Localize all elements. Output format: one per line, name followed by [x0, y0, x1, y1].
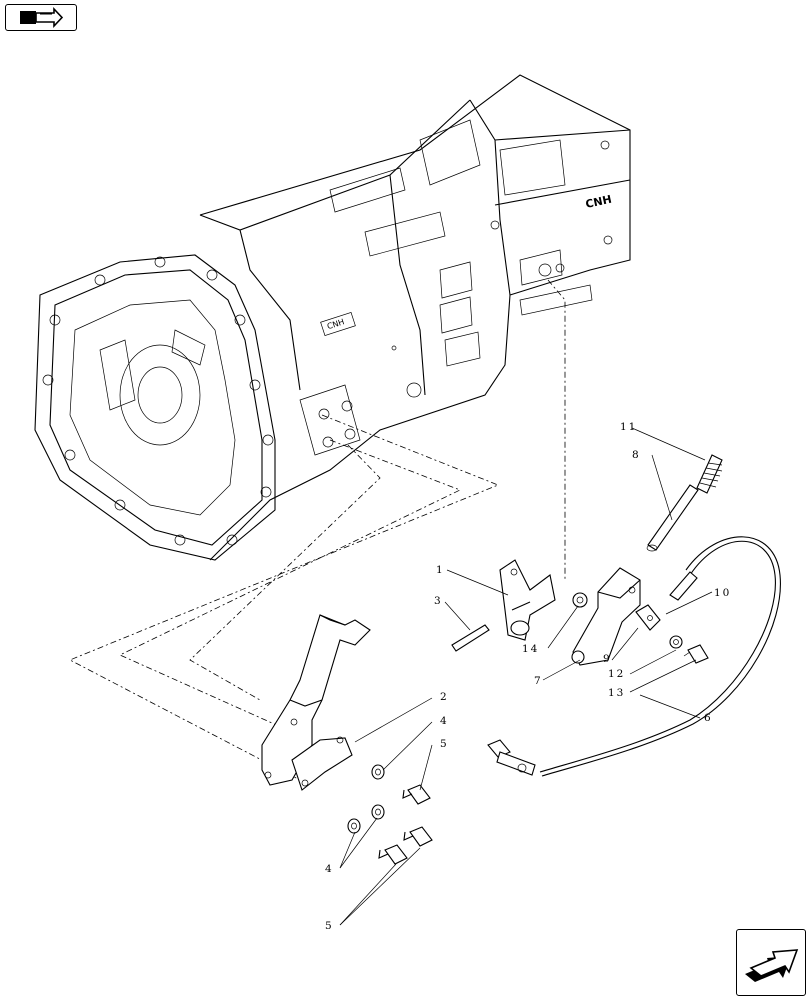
part-11-threaded-end: [696, 454, 723, 494]
callout-6: 6: [704, 712, 713, 724]
part-9-clip: [635, 604, 661, 631]
part-4-washers: [347, 764, 385, 834]
callout-11: 11: [620, 421, 637, 433]
callout-14: 14: [522, 643, 539, 655]
callout-labels: 1 3 2 4 5 4 5 6 7 8 9 10 11 12 13 14: [325, 421, 731, 932]
housing-logo-top: CNH: [584, 193, 613, 211]
callout-8: 8: [632, 449, 641, 461]
part-3-pin: [451, 624, 490, 652]
callout-leaders: [339, 427, 713, 926]
part-1-lever: [499, 559, 556, 641]
callout-4-top: 4: [440, 715, 449, 727]
callout-10: 10: [714, 587, 731, 599]
next-page-button[interactable]: [736, 929, 806, 996]
callout-4-bottom: 4: [325, 863, 334, 875]
callout-13: 13: [608, 687, 625, 699]
assembly-guide-lines: [69, 279, 566, 781]
book-arrow-icon: [20, 6, 64, 29]
part-2-mounting-bracket: [261, 614, 371, 791]
flange-bolt-holes: [42, 256, 274, 546]
callout-12: 12: [608, 668, 625, 680]
transmission-housing: CNH CNH: [34, 74, 631, 561]
part-8-rod: [646, 484, 699, 552]
callout-9: 9: [603, 653, 612, 665]
part-12-washer: [669, 635, 683, 649]
part-14-washer: [572, 592, 588, 608]
part-6-control-cable: [487, 536, 781, 777]
part-13-bolt: [683, 644, 709, 664]
callout-3: 3: [434, 595, 443, 607]
callout-1: 1: [436, 564, 445, 576]
part-5-bolts: [378, 784, 433, 865]
part-7-bracket: [571, 567, 641, 666]
next-page-arrow-icon: [745, 949, 799, 982]
callout-5-top: 5: [440, 738, 449, 750]
callout-2: 2: [440, 691, 449, 703]
callout-7: 7: [534, 675, 543, 687]
callout-5-bottom: 5: [325, 920, 334, 932]
book-nav-button[interactable]: [5, 4, 77, 31]
